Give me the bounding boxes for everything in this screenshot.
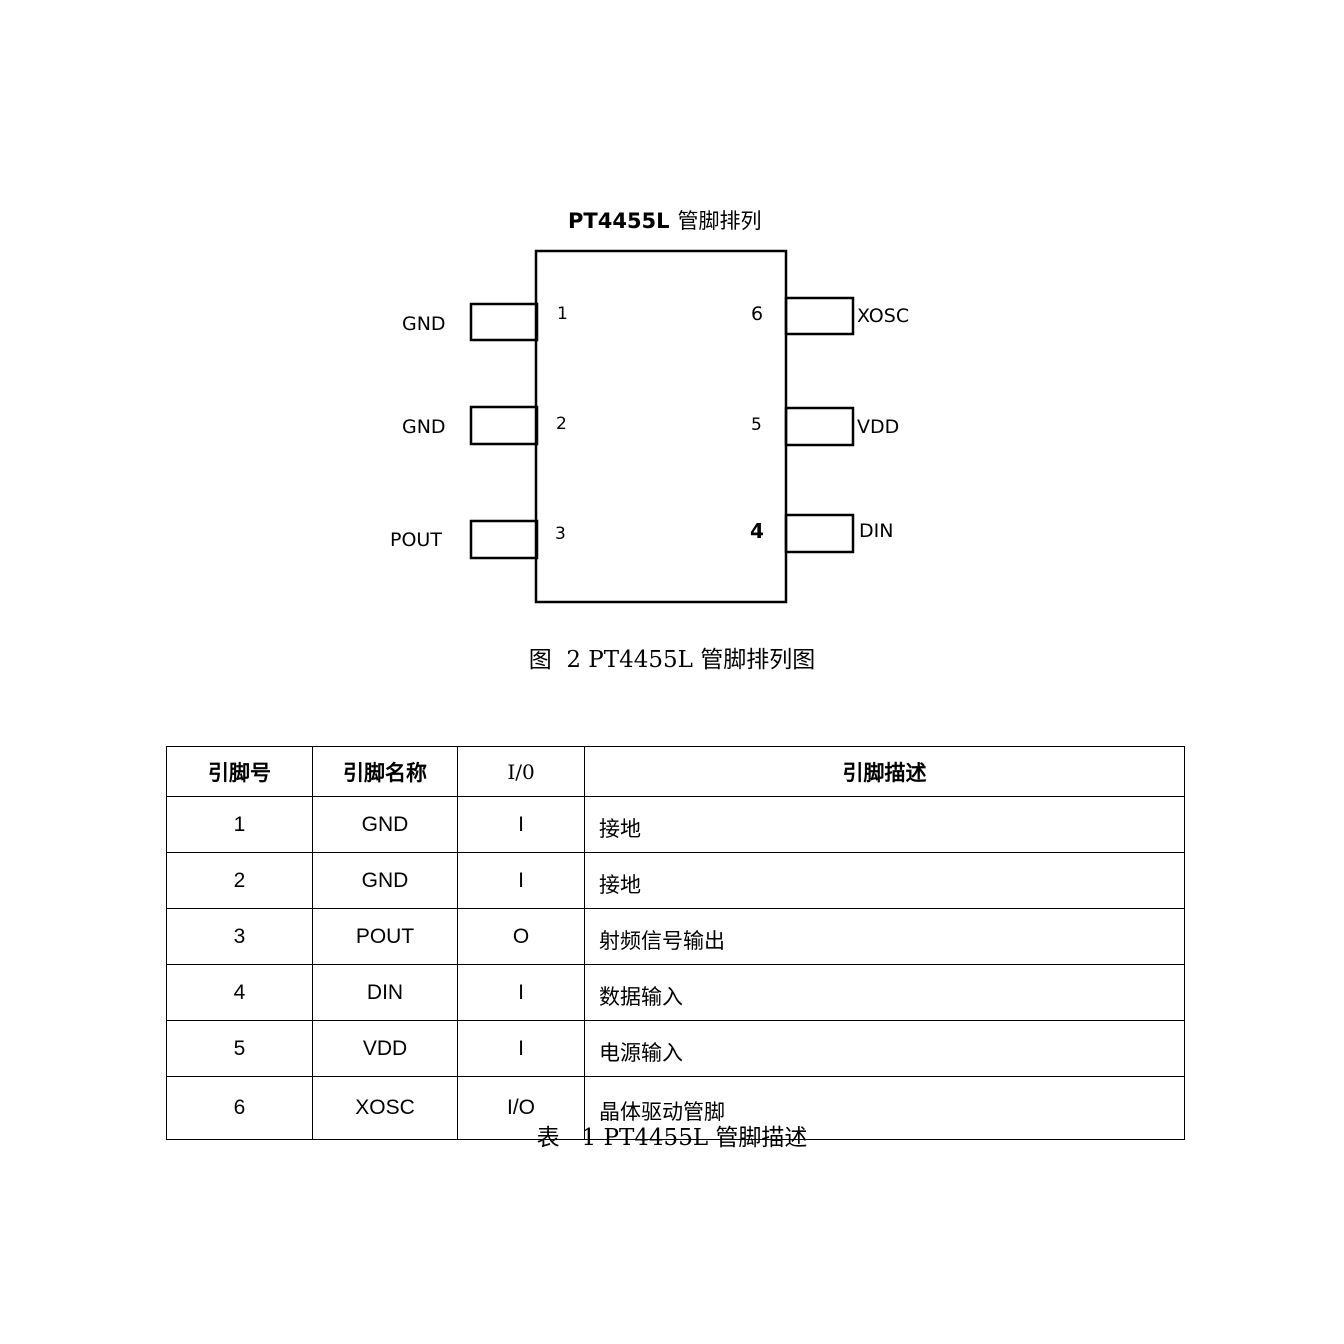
pin-2-number: 2 bbox=[556, 414, 567, 434]
cell-io: O bbox=[457, 908, 585, 965]
header-pin-name: 引脚名称 bbox=[312, 746, 458, 797]
cell-description: 射频信号输出 bbox=[584, 908, 1185, 965]
cell-io: I bbox=[457, 852, 585, 909]
cell-pin-name: DIN bbox=[312, 964, 458, 1021]
chip-body bbox=[534, 249, 788, 604]
pin-3-number: 3 bbox=[555, 524, 566, 544]
cell-pin-number: 6 bbox=[166, 1076, 313, 1140]
table-caption: 表 1 PT4455L 管脚描述 bbox=[536, 1125, 808, 1151]
table-row: 3 POUT O 射频信号输出 bbox=[166, 908, 1185, 965]
pin-5-number: 5 bbox=[751, 415, 762, 435]
pin-6-number: 6 bbox=[751, 303, 764, 325]
pin-6-label: XOSC bbox=[857, 305, 910, 327]
pin-2-pad bbox=[469, 405, 539, 446]
pin-4-number: 4 bbox=[750, 519, 764, 543]
cell-description: 接地 bbox=[584, 796, 1185, 853]
cell-pin-name: VDD bbox=[312, 1020, 458, 1077]
pin-3-pad bbox=[469, 519, 539, 560]
header-pin-description: 引脚描述 bbox=[584, 746, 1185, 797]
cell-description: 电源输入 bbox=[584, 1020, 1185, 1077]
cell-pin-number: 4 bbox=[166, 964, 313, 1021]
cell-description: 晶体驱动管脚 bbox=[584, 1076, 1185, 1140]
table-row: 5 VDD I 电源输入 bbox=[166, 1020, 1185, 1077]
figure-caption: 图 2 PT4455L 管脚排列图 bbox=[528, 647, 816, 673]
cell-description: 数据输入 bbox=[584, 964, 1185, 1021]
cell-io: I bbox=[457, 796, 585, 853]
cell-pin-number: 2 bbox=[166, 852, 313, 909]
cell-pin-number: 3 bbox=[166, 908, 313, 965]
pin-4-pad bbox=[784, 513, 855, 554]
pin-description-table: 引脚号 引脚名称 I/0 引脚描述 1 GND I 接地 2 GND I 接地 … bbox=[166, 746, 1185, 1140]
table-row: 6 XOSC I/O 晶体驱动管脚 bbox=[166, 1076, 1185, 1140]
cell-description: 接地 bbox=[584, 852, 1185, 909]
cell-pin-name: POUT bbox=[312, 908, 458, 965]
table-header-row: 引脚号 引脚名称 I/0 引脚描述 bbox=[166, 746, 1185, 797]
pin-5-pad bbox=[784, 406, 855, 447]
pin-1-label: GND bbox=[402, 313, 446, 335]
pin-2-label: GND bbox=[402, 416, 446, 438]
diagram-title-part: PT4455L bbox=[568, 209, 670, 233]
table-row: 1 GND I 接地 bbox=[166, 796, 1185, 853]
table-row: 2 GND I 接地 bbox=[166, 852, 1185, 909]
diagram-title: PT4455L 管脚排列 bbox=[568, 206, 762, 236]
pin-1-number: 1 bbox=[557, 304, 568, 324]
cell-io: I bbox=[457, 964, 585, 1021]
cell-pin-number: 1 bbox=[166, 796, 313, 853]
cell-pin-number: 5 bbox=[166, 1020, 313, 1077]
header-io: I/0 bbox=[457, 746, 585, 797]
pin-3-label: POUT bbox=[390, 529, 442, 551]
header-pin-number: 引脚号 bbox=[166, 746, 313, 797]
diagram-title-text: 管脚排列 bbox=[677, 209, 762, 233]
pin-6-pad bbox=[784, 296, 855, 336]
chip-drawing bbox=[469, 249, 855, 604]
cell-pin-name: GND bbox=[312, 796, 458, 853]
pin-5-label: VDD bbox=[857, 416, 900, 438]
pin-1-pad bbox=[469, 302, 539, 342]
pin-4-label: DIN bbox=[859, 520, 894, 542]
table-row: 4 DIN I 数据输入 bbox=[166, 964, 1185, 1021]
cell-pin-name: GND bbox=[312, 852, 458, 909]
cell-io: I bbox=[457, 1020, 585, 1077]
